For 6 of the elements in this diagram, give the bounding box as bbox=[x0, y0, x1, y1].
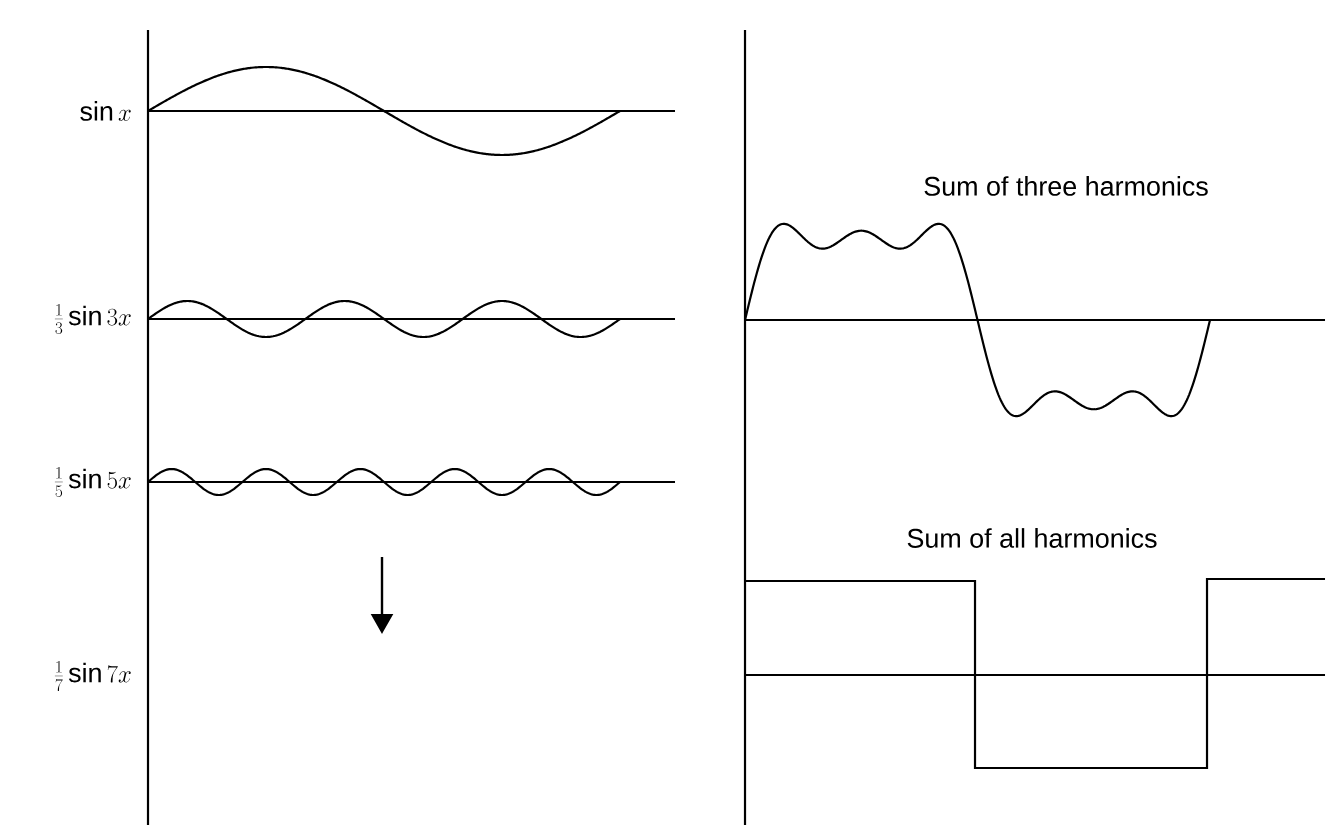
curve-label: $\frac{1}{5}\sin 5x$ bbox=[54, 467, 131, 497]
curve-label: $\frac{1}{7}\sin 7x$ bbox=[54, 661, 131, 691]
curve-label: $\sin x$ bbox=[80, 101, 131, 121]
plot-title: Sum of all harmonics bbox=[907, 528, 1157, 548]
plot-title: Sum of three harmonics bbox=[924, 176, 1208, 196]
curve-label: $\frac{1}{3}\sin 3x$ bbox=[54, 304, 131, 334]
